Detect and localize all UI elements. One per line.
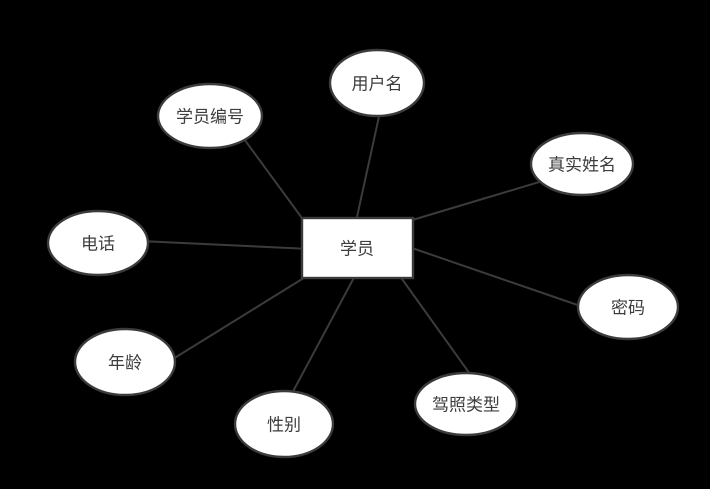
- attribute-label-username: 用户名: [352, 75, 403, 94]
- attribute-label-real-name: 真实姓名: [548, 156, 616, 175]
- attribute-label-phone: 电话: [81, 235, 115, 254]
- connector-password: [408, 246, 596, 312]
- attribute-label-license-type: 驾照类型: [432, 396, 500, 415]
- attribute-ellipse-gender: [233, 389, 335, 459]
- attribute-ellipse-real-name: [529, 131, 635, 197]
- attribute-ellipse-license-type: [413, 371, 519, 437]
- connector-age: [159, 275, 308, 368]
- attribute-ellipse-password: [576, 273, 680, 341]
- attribute-node-phone: 电话: [46, 209, 150, 277]
- connector-gender: [281, 271, 358, 413]
- connector-license-type: [396, 271, 481, 389]
- attribute-node-gender: 性别: [233, 389, 335, 459]
- connectors: [139, 111, 596, 413]
- attribute-node-username: 用户名: [328, 48, 426, 118]
- attribute-label-gender: 性别: [267, 416, 301, 435]
- attribute-label-password: 密码: [611, 299, 645, 318]
- attribute-node-real-name: 真实姓名: [529, 131, 635, 197]
- attribute-label-age: 年龄: [108, 354, 142, 373]
- entity-label-student: 学员: [340, 240, 374, 259]
- attribute-ellipse-student-id: [156, 82, 264, 150]
- attribute-ellipse-phone: [46, 209, 150, 277]
- attribute-node-license-type: 驾照类型: [413, 371, 519, 437]
- entity-rect-student: [300, 216, 415, 280]
- attribute-node-password: 密码: [576, 273, 680, 341]
- entity-node-student: 学员: [300, 216, 415, 280]
- attribute-node-age: 年龄: [73, 327, 177, 397]
- connector-real-name: [408, 176, 557, 222]
- attribute-label-student-id: 学员编号: [176, 108, 244, 127]
- attribute-ellipse-age: [73, 327, 177, 397]
- connector-phone: [139, 240, 311, 250]
- attribute-node-student-id: 学员编号: [156, 82, 264, 150]
- attribute-ellipse-username: [328, 48, 426, 118]
- connector-username: [354, 111, 381, 227]
